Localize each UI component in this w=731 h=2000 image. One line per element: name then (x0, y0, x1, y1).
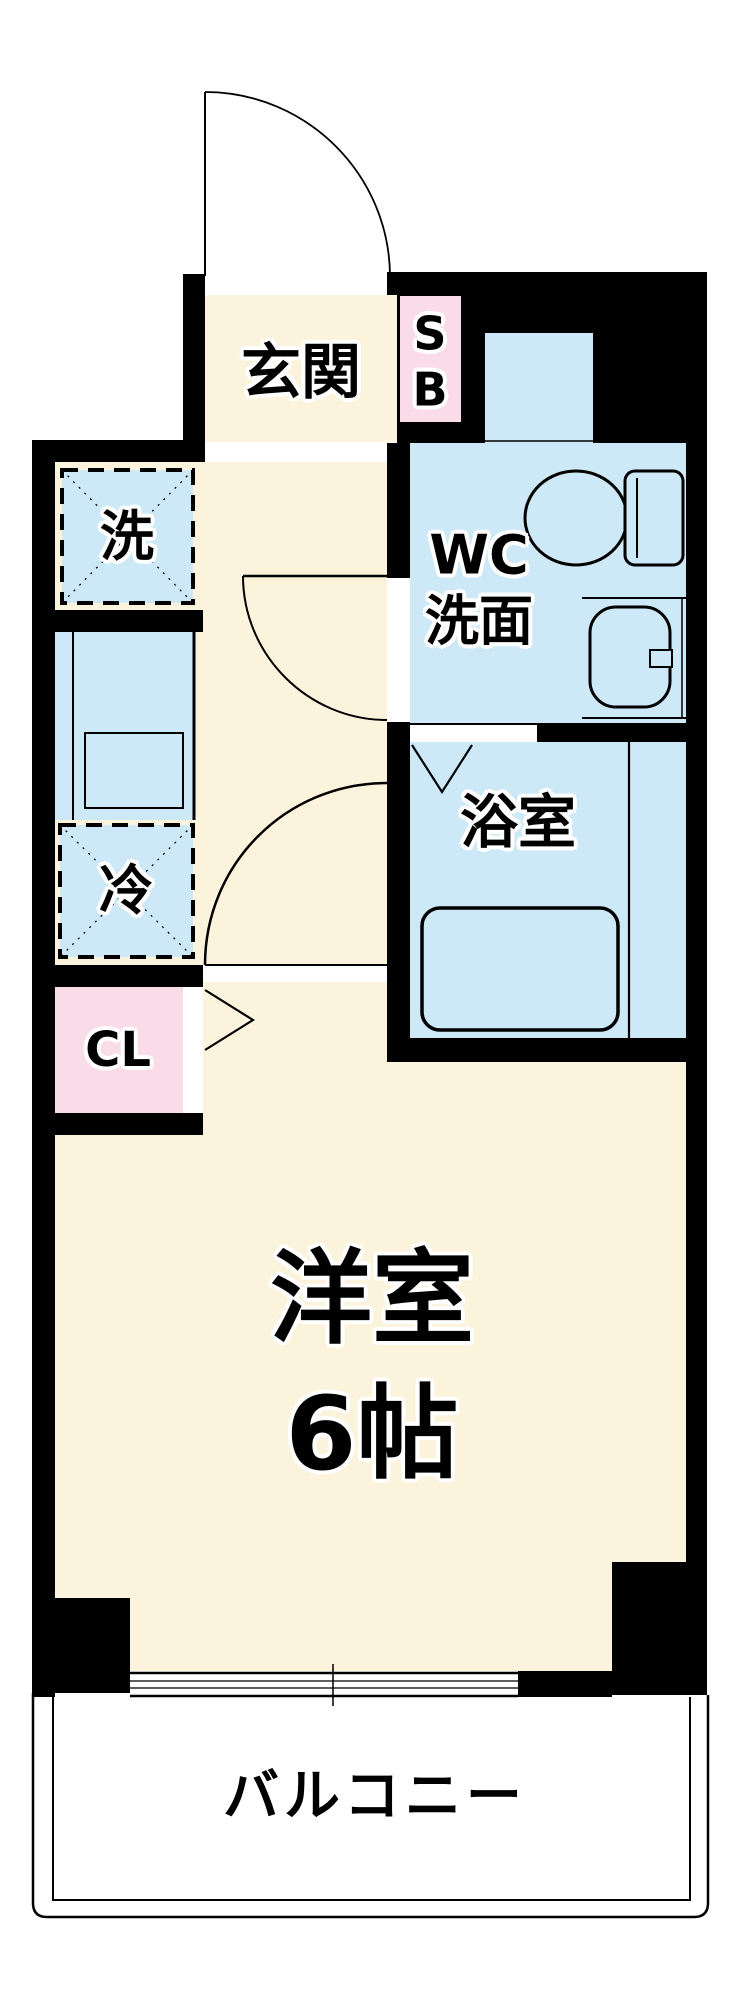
kitchen-counter-area (55, 632, 193, 820)
genkan-floor (205, 295, 397, 442)
kitchen-counter-sink-icon (72, 632, 196, 820)
entry-door-swing-icon (204, 91, 391, 278)
wc-pipe-notch (485, 333, 593, 443)
wall-window-right (518, 1671, 612, 1697)
wall-bath-bottom (387, 1038, 707, 1062)
wall-kitchen-top (32, 610, 203, 632)
bath-door-opening (410, 725, 537, 742)
wall-washer-top (32, 440, 205, 462)
genkan-step-strip (205, 442, 387, 462)
fridge-space-label: 冷 (99, 859, 153, 922)
wall-right-outer (686, 272, 707, 1562)
wall-bottom-left-block (32, 1598, 130, 1693)
bathroom-label: 浴室 (459, 788, 577, 856)
wc-door-opening (387, 578, 410, 722)
toilet-icon (523, 469, 685, 567)
entry-door-opening (205, 274, 387, 295)
room-door-opening (205, 965, 387, 982)
genkan-label: 玄関 (241, 338, 361, 408)
closet-label: CL (85, 1022, 151, 1078)
balcony-label: バルコニー (223, 1764, 527, 1829)
fridge-space-box (58, 823, 195, 959)
washer-space-box (60, 468, 195, 605)
wall-bath-west (387, 742, 410, 1062)
wash-basin-icon (582, 597, 686, 719)
shoe-box-area (400, 296, 461, 422)
washer-space-label: 洗 (100, 505, 154, 568)
wall-top-sliver (387, 272, 397, 295)
closet-area (55, 987, 183, 1113)
wall-genkan-west (183, 274, 205, 462)
sliding-window-icon (130, 1664, 518, 1706)
room-door-swing-icon (203, 781, 388, 966)
closet-folding-door-icon (204, 989, 256, 1051)
bathtub-icon (420, 742, 631, 1038)
closet-opening (183, 987, 203, 1113)
wall-bottom-right-block (612, 1562, 707, 1695)
wall-closet-top (32, 965, 203, 987)
bath-folding-door-icon (411, 744, 473, 795)
balcony-railing-icon (31, 1693, 710, 1919)
wall-left-outer (32, 440, 55, 1697)
wc-door-swing-icon (242, 574, 388, 721)
wall-closet-bottom (32, 1113, 203, 1135)
